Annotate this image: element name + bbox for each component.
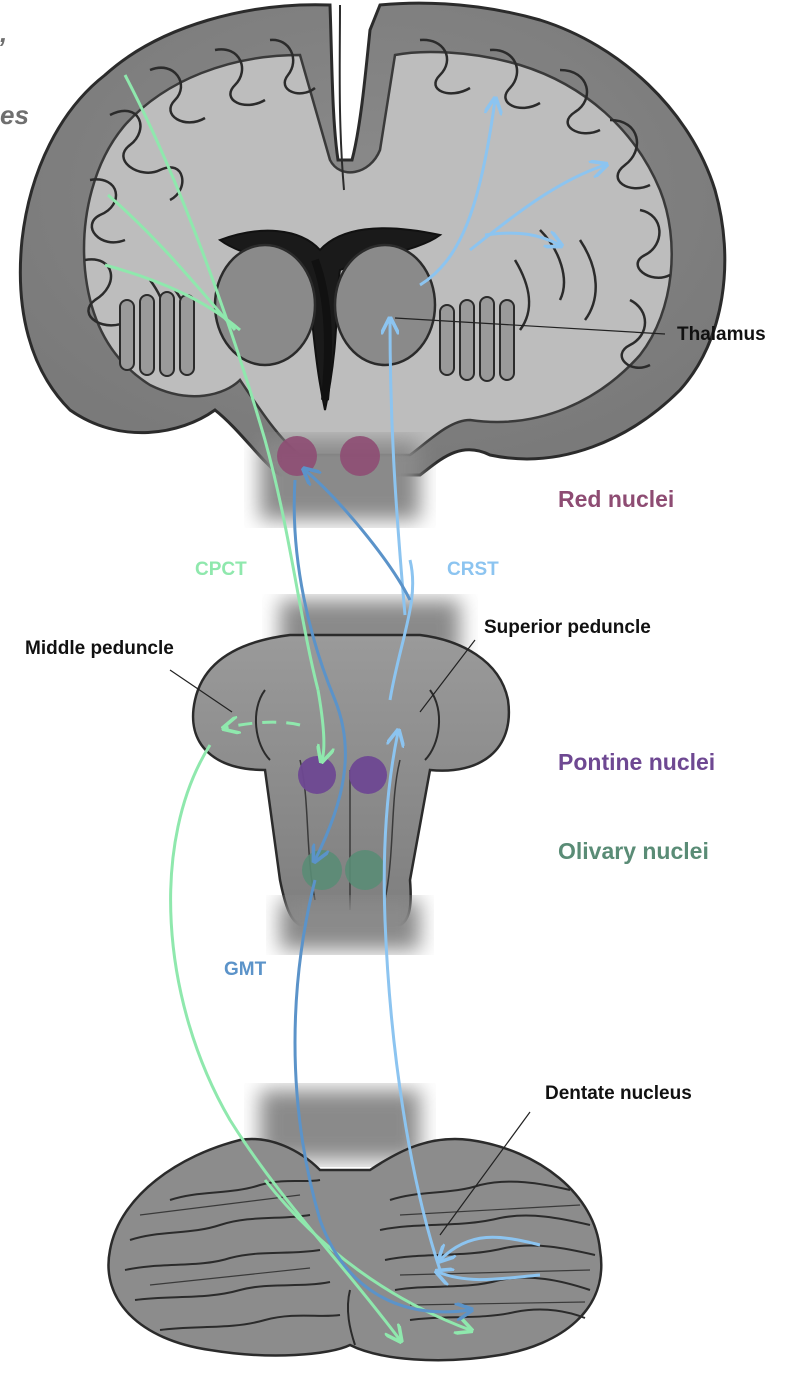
label-cpct: CPCT <box>195 559 247 581</box>
label-dentate-nucleus: Dentate nucleus <box>545 1083 692 1105</box>
pontine-nucleus-right <box>349 756 387 794</box>
olivary-nucleus-left <box>302 850 342 890</box>
cerebellum <box>108 1090 601 1360</box>
label-gmt: GMT <box>224 959 266 981</box>
pontine-nucleus-left <box>298 756 336 794</box>
corner-text-1: , <box>0 18 7 49</box>
thalamus-right <box>335 245 435 365</box>
label-crst: CRST <box>447 559 499 581</box>
label-pontine-nuclei: Pontine nuclei <box>558 749 715 776</box>
corner-text-2: es <box>0 100 29 131</box>
red-nucleus-left <box>277 436 317 476</box>
label-superior-peduncle: Superior peduncle <box>484 617 651 639</box>
label-olivary-nuclei: Olivary nuclei <box>558 838 709 865</box>
label-red-nuclei: Red nuclei <box>558 486 674 513</box>
red-nucleus-right <box>340 436 380 476</box>
label-middle-peduncle: Middle peduncle <box>25 638 174 660</box>
thalamus-left <box>215 245 315 365</box>
olivary-nucleus-right <box>345 850 385 890</box>
label-thalamus: Thalamus <box>677 324 766 346</box>
